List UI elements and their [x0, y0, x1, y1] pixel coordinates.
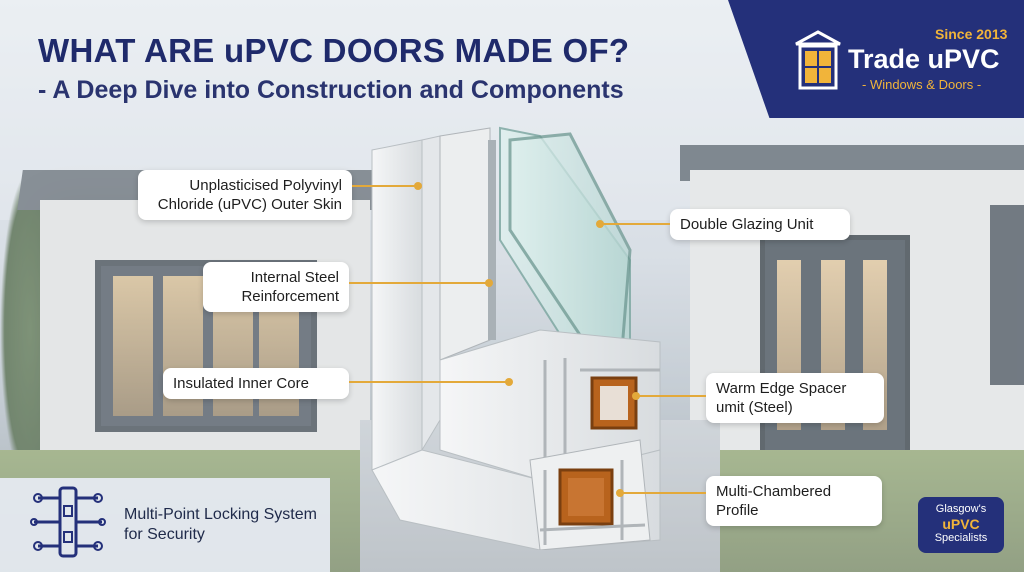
steel-band: [439, 127, 491, 361]
steel-stripe: [488, 140, 496, 340]
glass-pane-front: [508, 132, 632, 352]
outer-frame-vertical: [371, 139, 423, 471]
page-title: WHAT ARE uPVC DOORS MADE OF?: [38, 32, 630, 69]
specialists-badge: Glasgow's uPVC Specialists: [918, 497, 1004, 553]
leader-glazing: [600, 223, 670, 225]
leader-core: [349, 381, 509, 383]
house-right-window: [990, 205, 1024, 385]
badge-line-3: Specialists: [934, 532, 988, 544]
leader-dot-profile: [616, 489, 624, 497]
logo-panel: [728, 0, 1024, 118]
outer-frame-inner: [421, 135, 441, 452]
callout-spacer: Warm Edge Spacer umit (Steel): [706, 373, 884, 423]
badge-line-1: Glasgow's: [935, 503, 987, 515]
leader-dot-core: [505, 378, 513, 386]
upvc-cross-section-diagram: [371, 126, 661, 550]
logo-name: Trade uPVC: [848, 44, 1000, 74]
multi-point-lock-icon: [30, 486, 106, 558]
house-right-door: [760, 235, 910, 455]
feature-panel: [0, 478, 330, 572]
feature-text: Multi-Point Locking System for Security: [124, 506, 317, 543]
callout-steel: Internal Steel Reinforcement: [203, 262, 349, 312]
leader-outer-skin: [352, 185, 418, 187]
leader-dot-spacer: [632, 392, 640, 400]
badge-line-2: uPVC: [942, 516, 980, 532]
leader-spacer: [636, 395, 706, 397]
page-subtitle: - A Deep Dive into Construction and Comp…: [38, 76, 624, 104]
callout-profile: Multi-Chambered Profile: [706, 476, 882, 526]
window-pane: [113, 276, 153, 416]
leader-dot-outer-skin: [414, 182, 422, 190]
callout-outer-skin: Unplasticised Polyvinyl Chloride (uPVC) …: [138, 170, 352, 220]
callout-glazing: Double Glazing Unit: [670, 209, 850, 240]
window-house-icon: [795, 30, 841, 90]
steel-chamber-lower-inner: [568, 478, 604, 516]
leader-dot-steel: [485, 279, 493, 287]
callout-core: Insulated Inner Core: [163, 368, 349, 399]
steel-chamber-upper-inner: [600, 386, 628, 420]
leader-steel: [349, 282, 489, 284]
logo-since: Since 2013: [935, 26, 1008, 42]
logo-tagline: - Windows & Doors -: [862, 77, 982, 92]
leader-dot-glazing: [596, 220, 604, 228]
leader-profile: [620, 492, 706, 494]
